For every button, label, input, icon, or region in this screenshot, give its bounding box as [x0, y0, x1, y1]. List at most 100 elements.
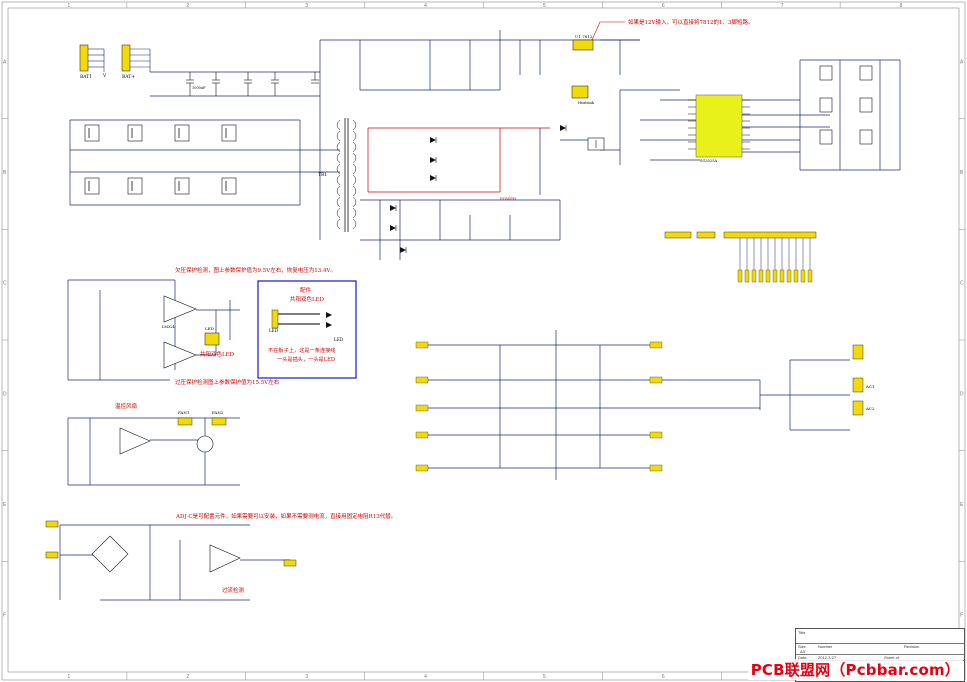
diode [390, 225, 396, 231]
tb-title: Title [798, 630, 806, 635]
photo-coupler [587, 137, 605, 151]
fan-connectors: FAN1 FAN2 [177, 410, 227, 426]
ac2-label: AC2 [865, 406, 875, 411]
frame-col-label: 5 [543, 3, 546, 9]
fan-transistor [196, 435, 214, 453]
frame-col-label: 4 [424, 3, 427, 9]
header-connectors [664, 231, 817, 283]
diode [400, 247, 406, 253]
mosfet [174, 177, 190, 195]
input-capacitors [186, 72, 319, 96]
mosfet [859, 97, 873, 113]
lv-wires [360, 199, 561, 260]
bridge-rectifier [91, 535, 129, 573]
sg3525-ic: SG3525A [688, 94, 750, 163]
frame-col-label: 4 [424, 674, 427, 680]
tr1-label: TR1 [318, 172, 327, 178]
tb-date: Date: [798, 655, 808, 660]
pin-connector [415, 341, 429, 349]
frame-col-label: 3 [305, 3, 308, 9]
output-connectors [415, 341, 663, 472]
legend-led-1: LED [269, 328, 279, 333]
tb-size-val: A3 [800, 649, 805, 654]
ac1-label: AC1 [865, 384, 875, 389]
note-undervoltage: 欠压保护检测，图上参数保护值为9.5V左右，恢复电压为13.4V。 [175, 266, 336, 274]
note-fan: 温控风扇 [115, 402, 137, 410]
cap-value-label: 1000uF [192, 86, 206, 90]
bat1-label: BAT1 [80, 74, 92, 80]
fan2-label: FAN2 [212, 410, 224, 415]
frame-row-label: A [3, 59, 7, 65]
pin-connector [415, 464, 429, 472]
note-bicolor-led: 共阳双色LED [200, 350, 235, 358]
diode [560, 125, 566, 131]
fan-wires [67, 417, 240, 486]
bat-connector-1: BAT1 BAT+ V [79, 44, 151, 80]
u1-label: U1 7812 [575, 34, 593, 39]
frame-col-label: 3 [305, 674, 308, 680]
mosfet [859, 65, 873, 81]
led-label: LED [205, 326, 214, 331]
current-detect-wires [59, 524, 290, 601]
frame-col-label: 1 [67, 3, 70, 9]
legend-note-1: 不在板子上，这是一条连接线 [268, 346, 335, 354]
fan1-label: FAN1 [178, 410, 189, 415]
frame-row-label: D [3, 391, 7, 397]
frame-row-label: C [960, 281, 964, 287]
frame-row-label: E [3, 502, 7, 508]
sg3525-label: SG3525A [700, 159, 717, 163]
current-comparator [209, 544, 241, 573]
mosfet [819, 129, 833, 145]
frame-row-label: D [960, 391, 964, 397]
frame-col-label: 6 [662, 3, 665, 9]
tb-date-val: 2012-3-27 [818, 655, 837, 660]
tb-revision: Revision [904, 644, 920, 649]
heatsink-label: Heatsink [578, 101, 595, 105]
frame-row-label: C [3, 281, 7, 287]
pin-connector [415, 404, 429, 412]
frame-col-label: 2 [186, 674, 189, 680]
diode [390, 205, 396, 211]
legend-title-2: 共阳双色LED [290, 295, 325, 303]
tb-size: Size [798, 644, 806, 649]
diode [430, 157, 436, 163]
note-12v-arrow [591, 21, 625, 41]
frame-row-label: B [3, 170, 7, 176]
v-label: V [102, 73, 107, 79]
mosfet [221, 124, 237, 142]
mosfet [221, 177, 237, 195]
fan-comparator [119, 427, 151, 455]
legend-led-2: LED [334, 337, 344, 342]
diode [430, 137, 436, 143]
ct-connectors [45, 520, 297, 567]
u1-regulator: U1 7812 Heatsink [571, 34, 595, 105]
mosfet [84, 177, 100, 195]
legend-note-2: 一头是插头，一头是LED [277, 355, 335, 363]
watermark: PCB联盟网（Pcbbar.com） [747, 659, 963, 680]
top-bus-wires [150, 30, 640, 240]
mosfet [859, 129, 873, 145]
tb-sheet: Sheet of [884, 655, 899, 660]
led-legend-box [257, 280, 357, 379]
comparator-upper [163, 295, 197, 323]
frame-row-label: A [960, 59, 964, 65]
frame-row-label: B [960, 170, 964, 176]
hv-diodes [390, 125, 567, 253]
pin-connector [649, 464, 663, 472]
transformer-tr1: TR1 [318, 118, 357, 232]
frame-col-label: 5 [543, 674, 546, 680]
bat-plus-label: BAT+ [122, 74, 135, 80]
mosfet [84, 124, 100, 142]
frame-col-label: 1 [67, 674, 70, 680]
legend-title-1: 配件 [300, 286, 312, 294]
pin-connector [649, 431, 663, 439]
frame-row-label: E [960, 502, 964, 508]
pin-connector [415, 431, 429, 439]
mosfet [127, 124, 143, 142]
frame-col-label: 2 [186, 3, 189, 9]
ac-output-connectors: AC1 AC2 [852, 344, 875, 416]
lm324-label: LM324 [162, 325, 175, 329]
note-overvoltage: 过压保护检测图上参数保护值为15.5V左右 [175, 378, 280, 386]
